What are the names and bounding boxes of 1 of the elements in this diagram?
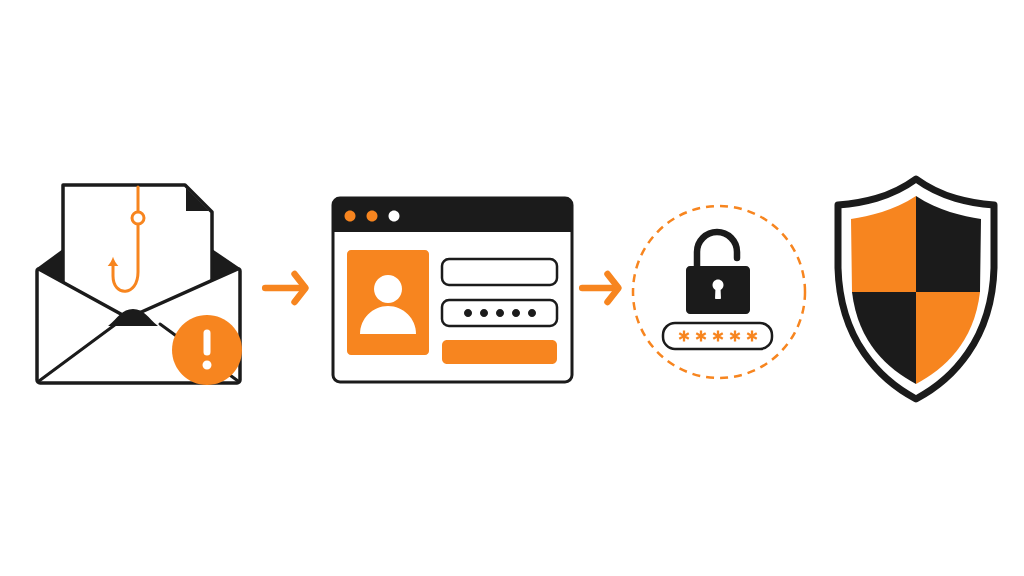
shield-icon xyxy=(834,175,998,403)
